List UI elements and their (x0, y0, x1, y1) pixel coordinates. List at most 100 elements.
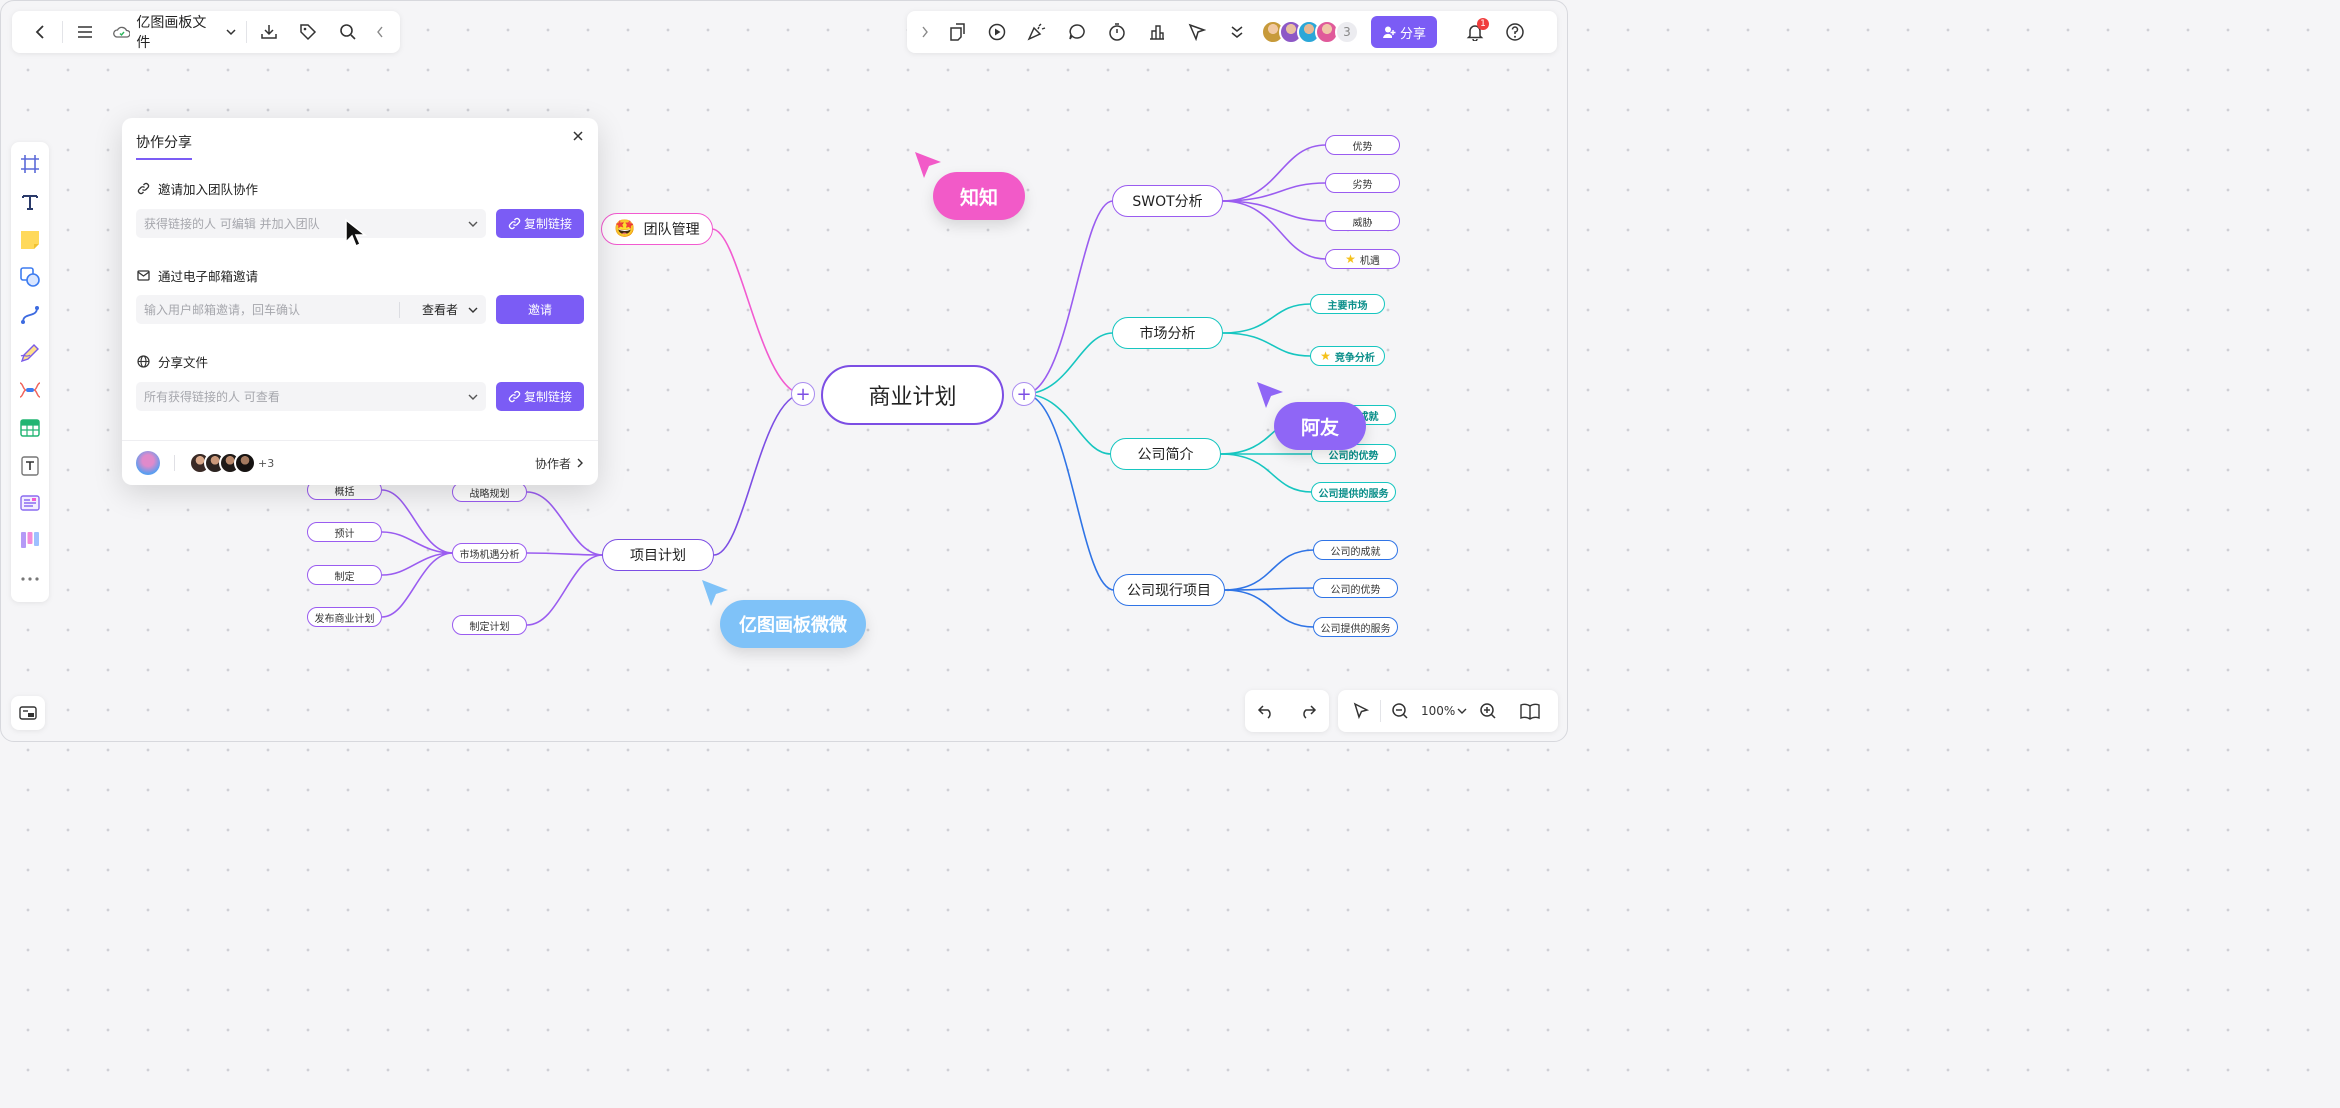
expand-toolbar-button[interactable] (913, 16, 937, 48)
download-icon (260, 25, 277, 39)
collaborators-link[interactable]: 协作者 (535, 455, 584, 472)
node-market[interactable]: 市场分析 (1112, 317, 1223, 349)
node-swot[interactable]: SWOT分析 (1112, 185, 1223, 217)
document-title-dropdown[interactable]: 亿图画板文件 (105, 15, 244, 51)
document-title: 亿图画板文件 (136, 15, 207, 51)
sticker-button[interactable] (937, 16, 977, 48)
email-input[interactable]: 输入用户邮箱邀请，回车确认 查看者 (136, 295, 486, 324)
copy-team-link-button[interactable]: 复制链接 (496, 209, 584, 238)
chevron-down-icon (468, 394, 478, 400)
follow-button[interactable] (1177, 16, 1217, 48)
text-block-tool-button[interactable] (15, 451, 45, 479)
timer-icon (1109, 23, 1125, 41)
kanban-tool-button[interactable] (15, 527, 45, 555)
top-left-toolbar: 亿图画板文件 (12, 11, 400, 53)
shape-tool-button[interactable] (15, 263, 45, 291)
node-estimate[interactable]: 预计 (307, 522, 382, 542)
tab-collaboration-share[interactable]: 协作分享 (136, 132, 192, 160)
node-company[interactable]: 公司简介 (1110, 438, 1221, 470)
team-link-permission-select[interactable]: 获得链接的人 可编辑 并加入团队 (136, 209, 486, 238)
invite-button[interactable]: 邀请 (496, 295, 584, 324)
node-strategy[interactable]: 战略规划 (452, 482, 527, 502)
template-tool-button[interactable] (15, 489, 45, 517)
chevron-down-icon (468, 221, 478, 227)
vote-button[interactable] (1137, 16, 1177, 48)
star-icon: ★ (1345, 252, 1356, 266)
menu-button[interactable] (65, 16, 105, 48)
node-swot-opportunity[interactable]: ★ 机遇 (1325, 249, 1400, 269)
node-company-services[interactable]: 公司提供的服务 (1311, 482, 1396, 502)
celebrate-button[interactable] (1017, 16, 1057, 48)
notifications-button[interactable]: 1 (1455, 16, 1495, 48)
comment-button[interactable] (1057, 16, 1097, 48)
undo-icon (1257, 705, 1271, 719)
select-tool-button[interactable] (1344, 695, 1378, 727)
download-button[interactable] (249, 16, 289, 48)
collaborator-count: 3 (1335, 20, 1359, 44)
node-competition[interactable]: ★ 竞争分析 (1310, 346, 1385, 366)
node-current-advantage[interactable]: 公司的优势 (1313, 578, 1398, 598)
more-button[interactable] (1217, 16, 1257, 48)
copy-file-link-button[interactable]: 复制链接 (496, 382, 584, 411)
zoom-out-button[interactable] (1383, 695, 1417, 727)
comment-icon (1069, 24, 1085, 40)
edge-swot-2 (1221, 182, 1327, 202)
node-current-achievement[interactable]: 公司的成就 (1313, 540, 1398, 560)
zoom-level-dropdown[interactable]: 100% (1417, 704, 1471, 718)
file-link-permission-select[interactable]: 所有获得链接的人 可查看 (136, 382, 486, 411)
redo-button[interactable] (1291, 695, 1325, 727)
divider (1380, 700, 1381, 722)
edge-current-3 (1223, 589, 1315, 628)
connector-tool-button[interactable] (15, 301, 45, 329)
more-dots-icon (21, 577, 39, 581)
collaborator-avatars[interactable]: 3 (1261, 20, 1359, 44)
cursor-label-ayou: 阿友 (1274, 402, 1366, 450)
node-make[interactable]: 制定 (307, 565, 382, 585)
node-team-management[interactable]: 🤩 团队管理 (601, 213, 713, 245)
edge-opp-publish (381, 552, 454, 618)
star-struck-emoji-icon: 🤩 (614, 219, 636, 239)
pen-tool-button[interactable] (15, 338, 45, 366)
celebrate-icon (1027, 23, 1046, 41)
node-current-services[interactable]: 公司提供的服务 (1313, 617, 1398, 637)
node-publish-plan[interactable]: 发布商业计划 (307, 607, 382, 627)
mindmap-center-node[interactable]: 商业计划 (821, 365, 1004, 425)
node-swot-strength[interactable]: 优势 (1325, 135, 1400, 155)
zoom-in-button[interactable] (1471, 695, 1505, 727)
node-opportunity[interactable]: 市场机遇分析 (452, 543, 527, 563)
tag-button[interactable] (289, 16, 329, 48)
node-current-projects[interactable]: 公司现行项目 (1113, 574, 1225, 606)
share-button[interactable]: 分享 (1371, 16, 1437, 48)
node-swot-threat[interactable]: 威胁 (1325, 211, 1400, 231)
timer-button[interactable] (1097, 16, 1137, 48)
back-button[interactable] (20, 16, 60, 48)
node-make-plan[interactable]: 制定计划 (452, 615, 527, 635)
mindmap-tool-button[interactable] (15, 376, 45, 404)
close-button[interactable] (568, 126, 588, 146)
expand-right-button[interactable]: + (1012, 382, 1036, 406)
node-label: 团队管理 (643, 222, 700, 238)
collaborator-avatars[interactable]: +3 (189, 452, 274, 474)
mail-icon (137, 270, 150, 281)
expand-left-button[interactable]: + (791, 382, 815, 406)
help-button[interactable] (1495, 16, 1535, 48)
sticky-note-tool-button[interactable] (15, 225, 45, 253)
frame-tool-button[interactable] (15, 150, 45, 178)
book-view-button[interactable] (1513, 695, 1547, 727)
more-tools-button[interactable] (15, 564, 45, 592)
minimap-toggle-button[interactable] (11, 696, 45, 730)
pen-icon (20, 343, 39, 362)
edge-center-company (1023, 393, 1112, 455)
undo-button[interactable] (1249, 695, 1283, 727)
collapse-toolbar-button[interactable] (368, 16, 392, 48)
node-swot-weakness[interactable]: 劣势 (1325, 173, 1400, 193)
table-tool-button[interactable] (15, 414, 45, 442)
frame-icon (21, 155, 39, 174)
search-button[interactable] (328, 16, 368, 48)
link-icon (508, 217, 521, 230)
text-tool-button[interactable] (15, 188, 45, 216)
node-main-market[interactable]: 主要市场 (1310, 294, 1385, 314)
role-select[interactable]: 查看者 (398, 301, 478, 318)
present-button[interactable] (977, 16, 1017, 48)
node-project-plan[interactable]: 项目计划 (602, 539, 714, 571)
